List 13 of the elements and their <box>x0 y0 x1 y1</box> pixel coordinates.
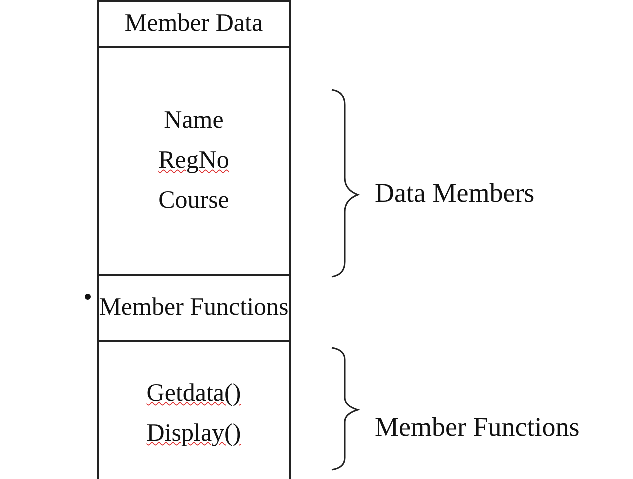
member-name: Display() <box>146 418 242 448</box>
section-heading: Member Data <box>124 9 264 39</box>
member-name: Getdata() <box>146 378 242 408</box>
member-name: Course <box>158 186 230 216</box>
group-label: Data Members <box>375 178 535 209</box>
header-cell <box>97 0 291 48</box>
header-cell <box>97 274 291 342</box>
group-label: Member Functions <box>375 412 580 443</box>
section-heading: Member Functions <box>99 293 289 323</box>
member-list-cell <box>97 340 291 479</box>
member-name: Name <box>164 106 224 136</box>
member-list-cell <box>97 46 291 276</box>
member-name: RegNo <box>158 146 230 176</box>
